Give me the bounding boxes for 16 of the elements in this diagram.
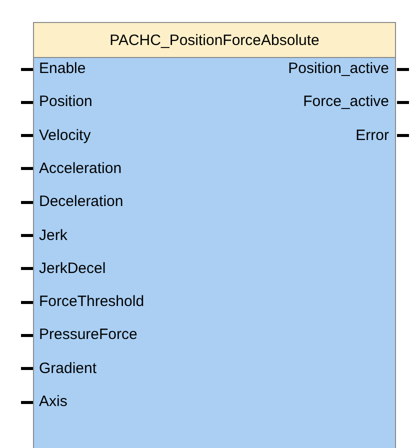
input-pin-name: Position — [39, 93, 92, 112]
input-pin-name: JerkDecel — [39, 260, 106, 278]
output-pin-name: Force_active — [303, 93, 389, 112]
input-pin-name: ForceThreshold — [39, 293, 144, 312]
input-pin-name: Deceleration — [39, 193, 124, 212]
input-pin-name: Velocity — [39, 126, 91, 145]
output-pin-name: Position_active — [288, 60, 389, 78]
input-pin-name: PressureForce — [39, 326, 138, 344]
input-pin-name: Acceleration — [39, 160, 122, 178]
input-pin-name: Gradient — [39, 360, 97, 378]
function-block — [33, 22, 396, 448]
input-pin-name: Enable — [39, 60, 86, 78]
input-pin-name: Jerk — [39, 226, 68, 244]
block-title: PACHC_PositionForceAbsolute — [110, 32, 320, 48]
output-pin-name: Error — [356, 126, 389, 145]
input-pin-name: Axis — [39, 393, 68, 411]
